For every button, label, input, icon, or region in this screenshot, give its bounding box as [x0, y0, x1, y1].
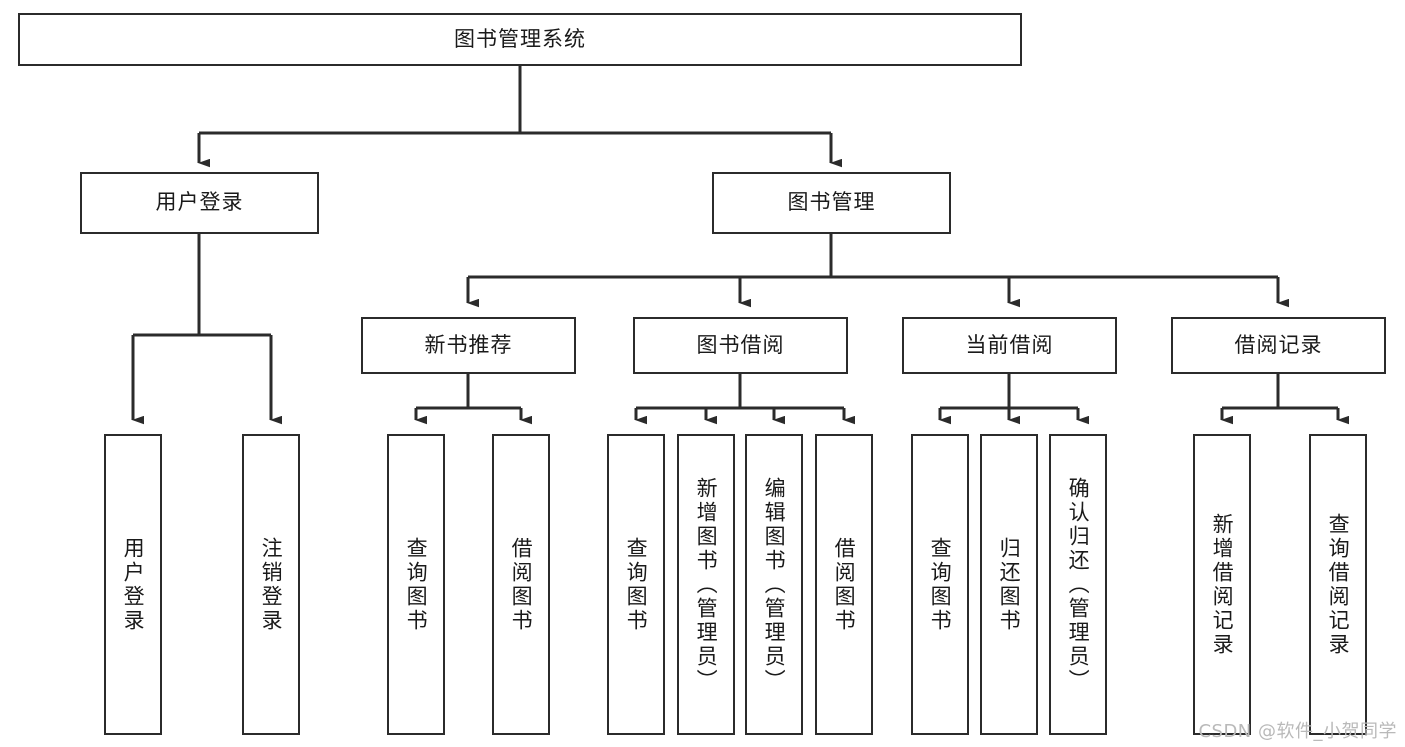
- csdn-watermark: CSDN @软件_小贺同学: [1198, 721, 1397, 742]
- node-root-book-management-system[interactable]: 图书管理系统: [18, 13, 1022, 66]
- node-label: 借阅图书: [509, 536, 534, 633]
- node-label: 图书管理: [787, 190, 876, 215]
- node-label: 当前借阅: [965, 332, 1054, 357]
- leaf-record-add-borrow-record[interactable]: 新增借阅记录: [1193, 434, 1251, 735]
- node-label: 注销登录: [259, 536, 284, 633]
- node-label: 用户登录: [155, 190, 244, 215]
- leaf-current-return-book[interactable]: 归还图书: [980, 434, 1038, 735]
- leaf-borrow-edit-book-admin[interactable]: 编辑图书（管理员）: [745, 434, 803, 735]
- node-label: 用户登录: [121, 536, 146, 633]
- node-label: 图书借阅: [696, 332, 785, 357]
- node-new-book-recommend[interactable]: 新书推荐: [361, 317, 576, 374]
- leaf-borrow-borrow-book[interactable]: 借阅图书: [815, 434, 873, 735]
- leaf-recommend-borrow-book[interactable]: 借阅图书: [492, 434, 550, 735]
- node-current-borrow[interactable]: 当前借阅: [902, 317, 1117, 374]
- node-label: 查询借阅记录: [1326, 512, 1351, 657]
- node-user-login[interactable]: 用户登录: [80, 172, 319, 234]
- node-label: 编辑图书（管理员）: [762, 476, 787, 693]
- node-book-management[interactable]: 图书管理: [712, 172, 951, 234]
- node-label: 查询图书: [624, 536, 649, 633]
- leaf-recommend-query-book[interactable]: 查询图书: [387, 434, 445, 735]
- node-label: 确认归还（管理员）: [1066, 476, 1091, 693]
- node-label: 借阅记录: [1234, 332, 1323, 357]
- leaf-user-login-logout[interactable]: 注销登录: [242, 434, 300, 735]
- node-label: 新书推荐: [424, 332, 513, 357]
- node-book-borrow[interactable]: 图书借阅: [633, 317, 848, 374]
- node-label: 借阅图书: [832, 536, 857, 633]
- node-label: 图书管理系统: [454, 26, 586, 51]
- leaf-borrow-query-book[interactable]: 查询图书: [607, 434, 665, 735]
- node-label: 新增图书（管理员）: [694, 476, 719, 693]
- leaf-record-query-borrow-record[interactable]: 查询借阅记录: [1309, 434, 1367, 735]
- leaf-current-query-book[interactable]: 查询图书: [911, 434, 969, 735]
- leaf-borrow-add-book-admin[interactable]: 新增图书（管理员）: [677, 434, 735, 735]
- node-label: 查询图书: [928, 536, 953, 633]
- node-label: 查询图书: [404, 536, 429, 633]
- leaf-current-confirm-return-admin[interactable]: 确认归还（管理员）: [1049, 434, 1107, 735]
- leaf-user-login-login[interactable]: 用户登录: [104, 434, 162, 735]
- node-label: 新增借阅记录: [1210, 512, 1235, 657]
- node-label: 归还图书: [997, 536, 1022, 633]
- node-borrow-record[interactable]: 借阅记录: [1171, 317, 1386, 374]
